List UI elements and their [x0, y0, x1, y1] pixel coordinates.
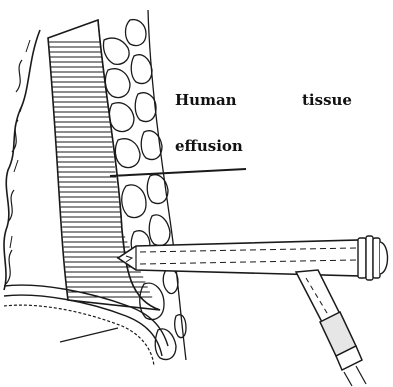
annotation-leader-line: [110, 169, 246, 176]
tube-connector: [358, 236, 388, 280]
annotation-word-effusion: effusion: [174, 139, 244, 154]
left-tissue-outline: [4, 30, 40, 290]
side-branch-tube: [296, 270, 366, 386]
annotation-word-tissue: tissue: [301, 93, 353, 108]
annotation-word-human: Human: [174, 93, 238, 108]
drainage-tube: [118, 240, 362, 276]
